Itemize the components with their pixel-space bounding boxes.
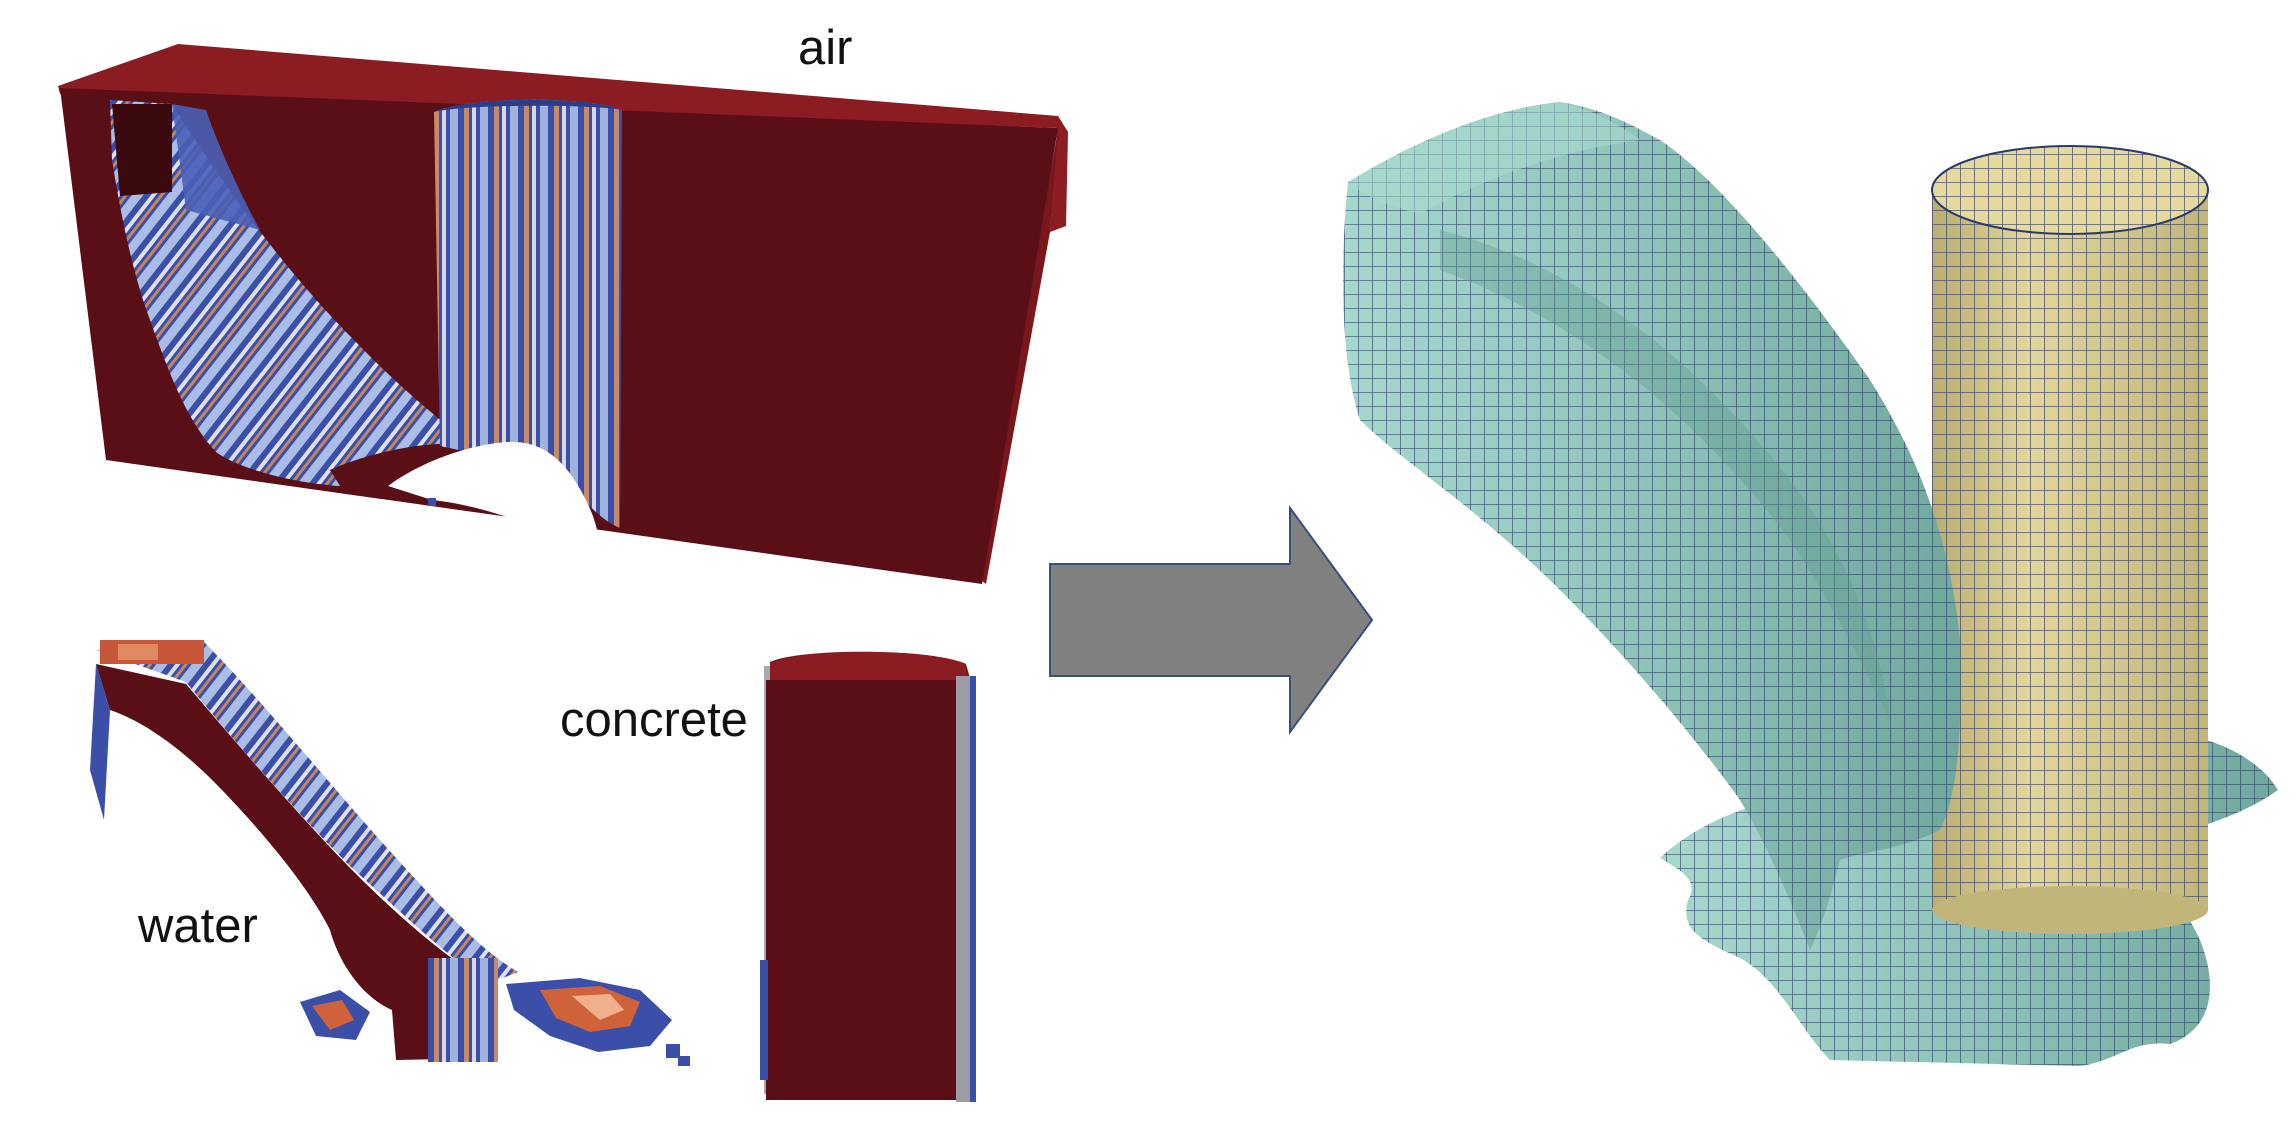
- concrete-cylinder-mesh: [1931, 145, 2209, 934]
- surface-mesh-render: [1343, 102, 2278, 1066]
- concrete-label: concrete: [560, 693, 748, 747]
- air-label: air: [798, 21, 853, 75]
- concrete-voxel-pillar: [760, 651, 976, 1102]
- air-domain-block: [58, 44, 1068, 584]
- water-label: water: [138, 899, 258, 953]
- right-arrow-icon: [1049, 504, 1374, 736]
- water-voxel-body: [90, 640, 690, 1066]
